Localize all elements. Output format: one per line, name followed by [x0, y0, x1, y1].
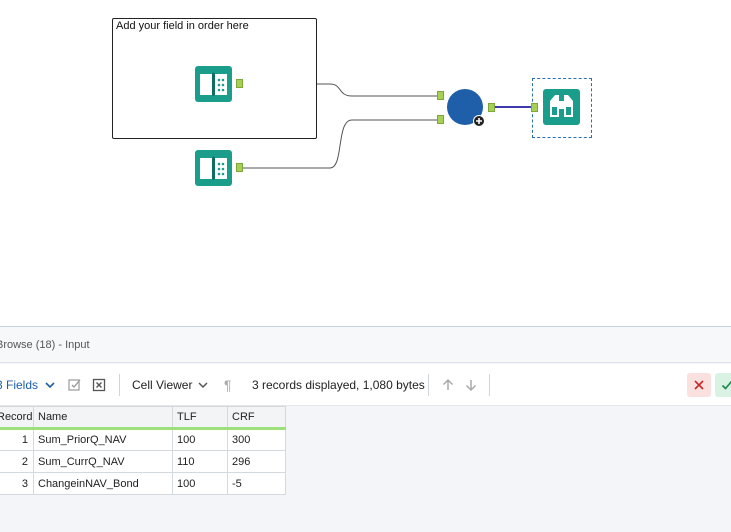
input-tool-2[interactable] — [195, 150, 232, 186]
results-title-bar: Browse (18) - Input — [0, 327, 731, 363]
connections — [243, 83, 531, 169]
cell-crf[interactable]: 300 — [227, 428, 286, 451]
workflow-canvas[interactable]: Add your field in order here — [0, 0, 731, 326]
column-header-name[interactable]: Name — [33, 406, 173, 430]
cell-tlf[interactable]: 100 — [172, 428, 228, 451]
scroll-up-button[interactable] — [441, 364, 455, 406]
book-icon — [195, 66, 232, 102]
records-info-text: 3 records displayed, 1,080 bytes — [252, 378, 425, 392]
input1-output-anchor[interactable] — [236, 79, 243, 88]
toolbar-divider — [428, 374, 429, 396]
apply-button[interactable] — [715, 373, 731, 397]
union-tool[interactable] — [447, 89, 485, 127]
select-all-button[interactable] — [68, 364, 82, 406]
column-header-record[interactable]: Record — [0, 406, 34, 430]
connection-input2-union — [243, 119, 437, 169]
cell-crf[interactable]: 296 — [227, 450, 286, 473]
browse-tool[interactable] — [543, 89, 580, 125]
results-panel: Browse (18) - Input 3 Fields Cell Viewer… — [0, 326, 731, 532]
cell-viewer-label: Cell Viewer — [132, 378, 193, 392]
cell-tlf[interactable]: 100 — [172, 472, 228, 495]
toolbar-divider — [489, 374, 490, 396]
arrow-down-icon — [465, 380, 477, 392]
fields-label: 3 Fields — [0, 378, 39, 392]
cell-name[interactable]: Sum_CurrQ_NAV — [33, 450, 173, 473]
close-icon — [694, 380, 704, 390]
results-title: Browse (18) - Input — [0, 339, 90, 351]
column-header-tlf[interactable]: TLF — [172, 406, 228, 430]
book-icon — [195, 150, 232, 186]
table-header-row: Record Name TLF CRF — [0, 406, 286, 430]
cell-name[interactable]: ChangeinNAV_Bond — [33, 472, 173, 495]
arrow-up-icon — [442, 378, 454, 390]
union-input-anchor-2[interactable] — [437, 115, 444, 124]
table-row[interactable]: 1 Sum_PriorQ_NAV 100 300 — [0, 428, 286, 451]
binoculars-icon — [543, 89, 580, 125]
row-number: 3 — [0, 472, 34, 495]
input-tool-1[interactable] — [195, 66, 232, 102]
scroll-down-button[interactable] — [464, 364, 478, 406]
row-number: 1 — [0, 428, 34, 451]
check-icon — [721, 380, 731, 390]
chevron-down-icon — [45, 382, 55, 389]
union-input-anchor-1[interactable] — [437, 91, 444, 100]
deselect-icon — [92, 378, 106, 392]
records-info: 3 records displayed, 1,080 bytes — [252, 364, 425, 406]
deselect-all-button[interactable] — [92, 364, 106, 406]
pilcrow-icon: ¶ — [224, 377, 232, 393]
cell-crf[interactable]: -5 — [227, 472, 286, 495]
results-toolbar: 3 Fields Cell Viewer ¶ 3 records display… — [0, 364, 731, 406]
cell-viewer-dropdown[interactable]: Cell Viewer — [132, 364, 210, 406]
union-circle-icon — [447, 89, 485, 127]
cell-tlf[interactable]: 110 — [172, 450, 228, 473]
comment-text: Add your field in order here — [116, 20, 249, 32]
union-output-anchor[interactable] — [488, 103, 495, 112]
input2-output-anchor[interactable] — [236, 163, 243, 172]
table-row[interactable]: 3 ChangeinNAV_Bond 100 -5 — [0, 472, 286, 495]
pilcrow-button[interactable]: ¶ — [224, 364, 232, 406]
chevron-down-icon — [198, 382, 208, 389]
results-table: Record Name TLF CRF 1 Sum_PriorQ_NAV 100… — [0, 406, 286, 495]
fields-dropdown[interactable]: 3 Fields — [0, 364, 57, 406]
toolbar-divider — [119, 374, 120, 396]
cell-name[interactable]: Sum_PriorQ_NAV — [33, 428, 173, 451]
cancel-button[interactable] — [687, 373, 711, 397]
checkbox-icon — [68, 379, 81, 391]
browse-input-anchor[interactable] — [531, 103, 538, 112]
row-number: 2 — [0, 450, 34, 473]
column-header-crf[interactable]: CRF — [227, 406, 286, 430]
connection-input1-union — [243, 83, 437, 97]
table-row[interactable]: 2 Sum_CurrQ_NAV 110 296 — [0, 450, 286, 473]
